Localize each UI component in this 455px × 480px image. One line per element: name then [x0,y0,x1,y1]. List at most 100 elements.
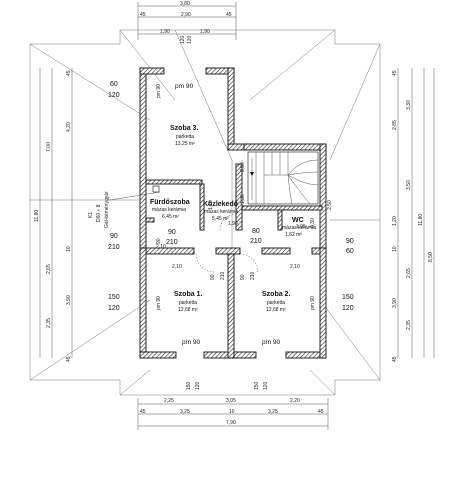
dim-right-265: 2,65 [406,268,412,278]
room-area-szoba2: 12,68 m² [266,307,286,313]
dim-right-45b: 45 [392,356,398,362]
door-210-mid-a: 210 [220,271,226,280]
chimney-line1: D60 ÷ 8 [96,204,102,222]
room-name-wc: WC [292,217,304,224]
room-floor-furdo: mázas kerámia [152,207,186,213]
dim-left-45b: 45 [66,356,72,362]
room-floor-kozlekedo: mázas kerámia [204,209,238,215]
room-name-kozlekedo: Közlekedő [203,201,238,208]
right-dimensions: 3,30 3,50 2,65 2,35 11,80 8,50 2,85 1,20… [392,68,435,362]
dim-left-420: 4,20 [66,122,72,132]
bottom-120a: 120 [195,381,201,390]
chimney-k1: K1 [88,212,94,218]
int-130: 1,30 [240,194,246,204]
dim-top-seg-3: 45 [226,12,232,18]
room-floor-szoba1: parketta [179,300,197,306]
room-name-furdo: Fürdőszoba [150,199,190,206]
room-kozlekedo: Közlekedő mázas kerámia 5,45 m² [203,201,238,222]
win-150-left: 150 [108,294,120,301]
pm90-szoba3-left: pm 90 [156,84,162,98]
door-90-mid-b: 90 [240,274,246,280]
int-210-s1: 2,10 [172,264,182,270]
pm90-szoba1-bottom: pm 90 [182,339,200,346]
bottom-120b: 120 [263,381,269,390]
door-90-left: 90 [110,233,118,240]
door-swings [195,159,259,273]
dim-right-10: 10 [392,246,398,252]
pm90-szoba2-right: pm 90 [310,296,316,310]
chimney-note: K1 D60 ÷ 8 Gál-kéménygyár [88,191,110,228]
dim-top-total: 3,80 [180,1,190,7]
room-area-furdo: 6,45 m² [162,214,179,220]
pm90-szoba2-bottom: pm 90 [262,339,280,346]
room-name-szoba3: Szoba 3. [170,125,198,132]
dim-right-850: 8,50 [428,252,434,262]
dim-bottom-total: 7,90 [226,420,236,426]
dim-left-265: 2,65 [46,264,52,274]
door-210-wc: 210 [250,238,262,245]
door-210-mid-b: 210 [250,271,256,280]
int-190: 1,90 [228,221,238,227]
int-105: 1,05 [296,224,306,230]
win-90-bath: 90 [156,238,162,244]
dim-bottom-220: 2,20 [290,398,300,404]
int-080: 0,80 [240,162,246,172]
dim-right-350: 3,50 [406,180,412,190]
dim-left-45a: 45 [66,70,72,76]
door-210-left: 210 [108,244,120,251]
bottom-150b: 150 [254,381,260,390]
room-szoba1: Szoba 1. parketta 12,68 m² pm 90 pm 90 [156,291,202,346]
dim-right-285: 2,85 [392,120,398,130]
staircase [247,151,319,205]
dim-right-330: 3,30 [406,100,412,110]
chimney [109,185,161,201]
room-wc: WC mázas kerámia 1,62 m² [282,217,316,238]
dim-right-235: 2,35 [406,320,412,330]
top-dimensions: 3,80 45 2,90 45 1,90 1,90 120 120 [137,1,237,44]
door-210-bath: 210 [166,239,178,246]
door-90-right: 90 [346,238,354,245]
dim-bottom-45a: 45 [140,409,146,415]
dim-top-seg-1: 45 [140,12,146,18]
room-area-wc: 1,62 m² [285,232,302,238]
room-szoba2: Szoba 2. parketta 12,68 m² pm 90 pm 90 [262,291,316,346]
int-030: 0,30 [310,218,316,228]
room-name-szoba2: Szoba 2. [262,291,290,298]
dim-left-10: 10 [66,246,72,252]
dim-top-sub-2: 1,90 [200,29,210,35]
bottom-150a: 150 [186,381,192,390]
door-90-mid-a: 90 [210,274,216,280]
dim-top-pair-2: 120 [187,35,193,44]
int-210-s2: 2,10 [290,264,300,270]
dim-right-total: 11,80 [418,214,424,226]
opening-labels: 60 120 90 210 150 120 90 210 80 210 90 6… [108,81,354,312]
dim-bottom-10: 10 [229,409,235,415]
dim-right-45a: 45 [392,70,398,76]
dim-left-total: 11,80 [34,210,40,222]
dim-top-pair-1: 120 [180,35,186,44]
dim-bottom-45b: 45 [318,409,324,415]
pm90-szoba1-left: pm 90 [156,296,162,310]
bottom-dimensions: 2,25 3,05 2,20 45 3,25 10 3,25 45 7,90 1… [137,381,329,430]
int-210-bath: 2,10 [156,244,166,250]
win-60-top: 60 [110,81,118,88]
dim-left-7: 7,00 [46,142,52,152]
dim-bottom-325a: 3,25 [180,409,190,415]
win-120-right: 120 [342,305,354,312]
room-furdo: Fürdőszoba mázas kerámia 6,45 m² [150,199,190,220]
door-90-bath: 90 [168,229,176,236]
dim-right-390: 3,90 [392,298,398,308]
room-area-szoba1: 12,68 m² [178,307,198,313]
win-60-right: 60 [346,248,354,255]
dim-right-120: 1,20 [392,216,398,226]
interior-dims: 2,10 2,10 2,10 1,90 1,05 1,10 1,30 0,80 … [156,162,333,270]
win-150-right: 150 [342,294,354,301]
int-110: 1,10 [208,200,214,210]
roof-outline [29,29,381,396]
building-walls [139,67,327,359]
dim-bottom-305: 3,05 [226,398,236,404]
room-area-kozlekedo: 5,45 m² [212,216,229,222]
room-szoba3: Szoba 3. parketta 13,25 m² pm 90 [170,83,198,147]
room-name-szoba1: Szoba 1. [174,291,202,298]
